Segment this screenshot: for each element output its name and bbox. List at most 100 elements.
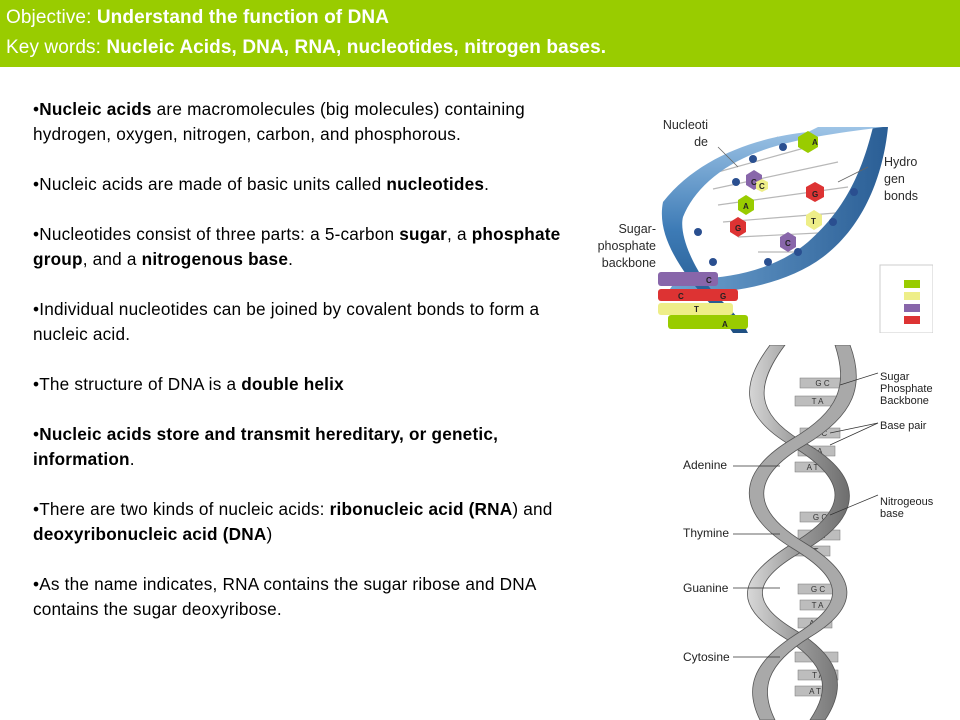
label-backbone-line: Backbone <box>880 395 929 407</box>
base-letter: C <box>759 182 765 191</box>
label-sugar-phosphate: Sugar- phosphate backbone <box>580 221 656 272</box>
base-block-green <box>668 315 748 329</box>
dna-color-diagram: A C G C A T G C C G C T A <box>658 127 933 333</box>
label-sugar-line: backbone <box>601 256 656 270</box>
bullet-text: ) and <box>512 499 553 519</box>
label-nucleotide-line: de <box>694 135 708 149</box>
label-nucleotide: Nucleoti de <box>648 117 708 151</box>
base-pair-label: A T <box>809 687 821 696</box>
helix-strand-2 <box>748 345 857 720</box>
base-letter: T <box>811 217 816 226</box>
bullet-bold-text: deoxyribonucleic acid (DNA <box>33 524 267 544</box>
base-block-purple <box>658 272 718 286</box>
label-hydrogen-line: Hydro <box>884 155 918 169</box>
phosphate-spheres <box>694 143 858 266</box>
back-strand <box>668 127 888 294</box>
label-base-pair: Base pair <box>880 420 927 432</box>
base-letter: A <box>743 202 749 211</box>
label-sugar-line: phosphate <box>597 239 656 253</box>
bullet-text: •Individual nucleotides can be joined by… <box>33 299 540 344</box>
bullet-item: •The structure of DNA is a double helix <box>33 372 593 397</box>
bullet-text: , and a <box>82 249 142 269</box>
bullet-text: •Nucleotides consist of three parts: a 5… <box>33 224 400 244</box>
bullet-list: •Nucleic acids are macromolecules (big m… <box>33 97 593 647</box>
label-nitrogenous-base: Nitrogeous base <box>880 496 933 520</box>
header-banner: Objective: Understand the function of DN… <box>0 0 960 67</box>
label-hydrogen-bonds: Hydro gen bonds <box>884 154 918 205</box>
bullet-text: •There are two kinds of nucleic acids: <box>33 499 330 519</box>
base-pair-label: T A <box>812 671 825 680</box>
bullet-item: •Individual nucleotides can be joined by… <box>33 297 593 347</box>
base-letter: A <box>722 320 728 329</box>
base-pair-label: G C <box>813 513 827 522</box>
keywords-text: Nucleic Acids, DNA, RNA, nucleotides, ni… <box>106 37 607 58</box>
bullet-text: ) <box>266 524 273 544</box>
base-letter: C <box>751 178 757 187</box>
base-pair-label: G C <box>811 585 825 594</box>
bullet-item: •Nucleic acids store and transmit heredi… <box>33 422 593 472</box>
label-sugar-phosphate-backbone: Sugar Phosphate Backbone <box>880 371 933 407</box>
bullet-bold-text: nitrogenous base <box>141 249 289 269</box>
bullet-item: •Nucleic acids are macromolecules (big m… <box>33 97 593 147</box>
base-letter: G <box>720 292 726 301</box>
bullet-bold-text: Nucleic acids <box>39 99 152 119</box>
base-letters: A C G C A T G C C G C T A <box>678 138 818 329</box>
pointer-lines <box>733 372 879 658</box>
legend-swatch-green <box>904 280 920 288</box>
base-block-yellow <box>658 303 733 315</box>
bullet-item: •Nucleotides consist of three parts: a 5… <box>33 222 593 272</box>
label-guanine: Guanine <box>683 581 729 595</box>
label-cytosine: Cytosine <box>683 650 730 664</box>
bullet-text: . <box>129 449 135 469</box>
legend-swatch-purple <box>904 304 920 312</box>
bullet-text: • <box>33 99 40 119</box>
legend-swatch-red <box>904 316 920 324</box>
label-hydrogen-line: gen <box>884 172 905 186</box>
bullet-text: . <box>484 174 490 194</box>
label-adenine: Adenine <box>683 458 728 472</box>
base-pair-label: G C <box>815 379 829 388</box>
label-nucleotide-line: Nucleoti <box>662 118 708 132</box>
bullet-item: •Nucleic acids are made of basic units c… <box>33 172 593 197</box>
bullet-text: •The structure of DNA is a <box>33 374 242 394</box>
label-nitrogeous-line: base <box>880 508 904 520</box>
keywords-line: Key words: Nucleic Acids, DNA, RNA, nucl… <box>6 37 606 59</box>
bullet-text: , a <box>447 224 472 244</box>
bullet-item: •There are two kinds of nucleic acids: r… <box>33 497 593 547</box>
base-letter: T <box>694 305 699 314</box>
base-pair-label: T A <box>812 397 825 406</box>
base-letter: G <box>735 224 741 233</box>
base-block-red <box>658 289 738 301</box>
label-thymine: Thymine <box>683 526 730 540</box>
bullet-bold-text: phosphate group <box>33 224 561 269</box>
objective-text: Understand the function of DNA <box>96 7 390 28</box>
bullet-item: •As the name indicates, RNA contains the… <box>33 572 593 622</box>
bullet-text: are macromolecules (big molecules) conta… <box>33 99 525 144</box>
bullet-bold-text: nucleotides <box>386 174 485 194</box>
legend-swatch-yellow <box>904 292 920 300</box>
keywords-label: Key words: <box>6 37 107 58</box>
dna-grey-diagram: G CT AG CT AA TG CT AA TG CT AA TC GT AA… <box>733 345 879 720</box>
base-letter: C <box>706 276 712 285</box>
label-backbone-line: Phosphate <box>880 383 933 395</box>
label-nitrogeous-line: Nitrogeous <box>880 496 934 508</box>
objective-label: Objective: <box>6 7 97 28</box>
bullet-text: • <box>33 424 40 444</box>
pointer-lines <box>717 146 869 183</box>
bullet-bold-text: Nucleic acids store and transmit heredit… <box>33 424 499 469</box>
bullet-bold-text: sugar <box>399 224 448 244</box>
base-letter: C <box>785 239 791 248</box>
label-backbone-line: Sugar <box>880 371 910 383</box>
bullet-text: •Nucleic acids are made of basic units c… <box>33 174 387 194</box>
base-letter: C <box>678 292 684 301</box>
base-hexagons <box>730 131 824 252</box>
bullet-bold-text: ribonucleic acid (RNA <box>329 499 513 519</box>
label-sugar-line: Sugar- <box>618 222 656 236</box>
base-pair-label: A T <box>807 463 819 472</box>
objective-line: Objective: Understand the function of DN… <box>6 7 389 29</box>
base-letter: A <box>812 138 818 147</box>
label-hydrogen-line: bonds <box>884 189 919 203</box>
bullet-bold-text: double helix <box>241 374 344 394</box>
bullet-text: . <box>288 249 294 269</box>
bullet-text: •As the name indicates, RNA contains the… <box>33 574 536 619</box>
